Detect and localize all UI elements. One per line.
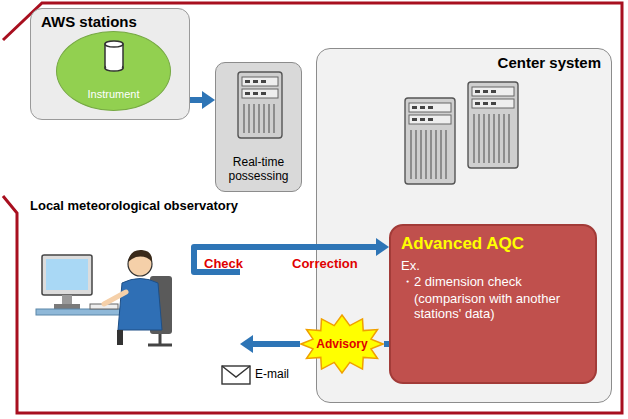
arrow-shaft [252,341,300,347]
starburst-node: Advisory [300,314,384,374]
node-text: Local meteorological observatory [30,198,238,213]
node-text: Instrument [88,88,140,100]
node-text: Advisory [316,337,367,351]
email-label: E-mail [255,367,289,381]
arrow-head [202,91,215,109]
node-text: AWS stations [41,13,179,30]
process-box: Advanced AQC Ex.・2 dimension check (compa… [389,224,597,384]
computer-user [36,250,172,345]
arrow-shaft [190,97,203,103]
node-text: Center system [498,54,601,71]
flow-label: Correction [292,256,358,271]
arrow-head [240,335,253,353]
observatory-node: Local meteorological observatory [30,222,240,350]
process-box: Real-time possessing [215,62,302,192]
node-text: Real-time possessing [220,155,297,183]
callout-border [3,3,622,413]
node-text: Advanced AQC [401,234,585,254]
instrument-ellipse: Instrument [56,31,171,111]
envelope-icon [222,366,250,384]
edge-label: Check [204,256,243,271]
flow-arrow [190,91,215,109]
node-text: ・2 dimension check (comparison with anot… [401,273,561,321]
flow-arrow [240,335,300,353]
node-text: Ex. [401,258,585,273]
station-box: AWS stationsInstrument [30,8,190,120]
